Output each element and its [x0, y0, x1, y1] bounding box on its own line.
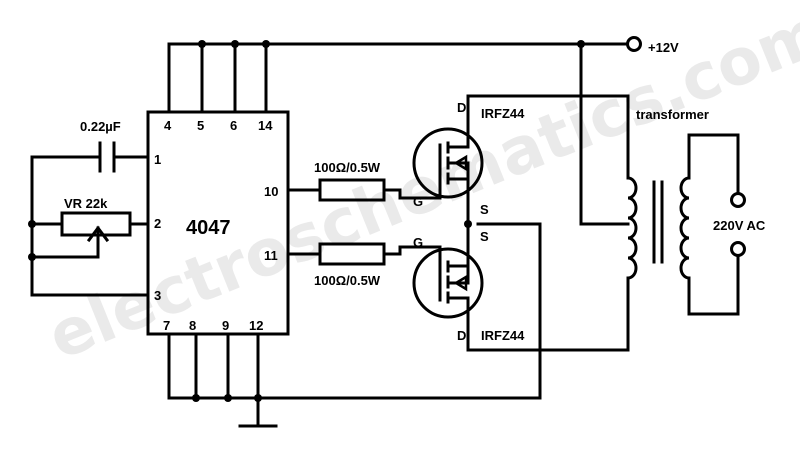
transformer: transformer 220V AC — [579, 42, 766, 352]
watermark-text: electroschematics.com — [38, 0, 800, 375]
mosfet-bottom-name: IRFZ44 — [481, 328, 525, 343]
resistor-bottom-label: 100Ω/0.5W — [314, 273, 381, 288]
transformer-label: transformer — [636, 107, 709, 122]
ic-pin-10: 10 — [264, 184, 278, 199]
ic-pin-8: 8 — [189, 318, 196, 333]
mosfet-top-drain: D — [457, 100, 466, 115]
ic-pin-7: 7 — [163, 318, 170, 333]
ic-pin-4: 4 — [164, 118, 172, 133]
supply-label: +12V — [648, 40, 679, 55]
supply-rail: +12V — [167, 36, 679, 114]
transformer-output-label: 220V AC — [713, 218, 766, 233]
supply-terminal — [626, 36, 642, 52]
mosfet-bottom: S G D IRFZ44 — [412, 222, 630, 352]
mosfet-bottom-drain: D — [457, 328, 466, 343]
mosfet-top: D G S IRFZ44 — [412, 94, 630, 228]
ic-pin-2: 2 — [154, 216, 161, 231]
resistor-top-label: 100Ω/0.5W — [314, 160, 381, 175]
ic-4047: 4047 4 5 6 14 1 2 3 10 11 7 8 9 12 — [146, 110, 290, 336]
ac-terminal-top — [730, 192, 746, 208]
resistor-bottom: 100Ω/0.5W — [286, 242, 417, 288]
ground-bus — [167, 222, 542, 428]
resistor-top: 100Ω/0.5W — [286, 160, 417, 202]
mosfet-bottom-source: S — [480, 229, 489, 244]
capacitor-label: 0.22µF — [80, 119, 121, 134]
ic-pin-14: 14 — [258, 118, 273, 133]
mosfet-bottom-gate: G — [413, 235, 423, 250]
ic-name: 4047 — [186, 217, 231, 239]
ic-pin-3: 3 — [154, 288, 161, 303]
potentiometer-vr-22k: VR 22k — [28, 196, 150, 261]
ic-pin-6: 6 — [230, 118, 237, 133]
ac-terminal-bottom — [730, 241, 746, 257]
potentiometer-label: VR 22k — [64, 196, 108, 211]
mosfet-top-name: IRFZ44 — [481, 106, 525, 121]
ic-pin-1: 1 — [154, 152, 161, 167]
mosfet-top-gate: G — [413, 194, 423, 209]
ic-pin-11: 11 — [264, 248, 278, 263]
mosfet-top-source: S — [480, 202, 489, 217]
ic-pin-12: 12 — [249, 318, 263, 333]
ic-pin-9: 9 — [222, 318, 229, 333]
ic-pin-5: 5 — [197, 118, 204, 133]
